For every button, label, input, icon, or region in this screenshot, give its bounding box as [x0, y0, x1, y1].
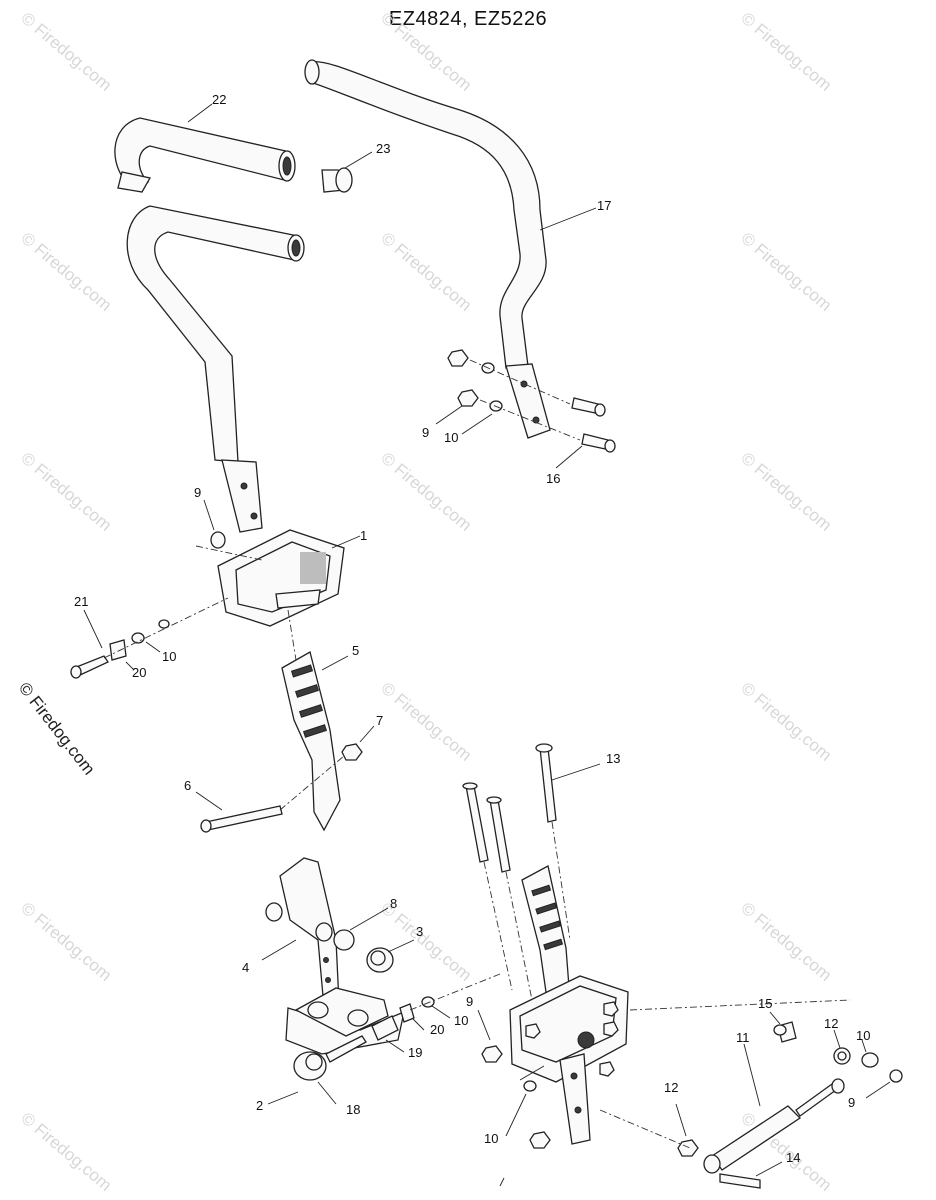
- label-22: 22: [212, 92, 226, 107]
- part-22-handle-tube: [114, 103, 296, 193]
- part-1-console-bracket: [195, 529, 361, 661]
- part-15-shoulder-bolt: [769, 1011, 797, 1043]
- label-16: 16: [546, 471, 560, 486]
- label-14: 14: [786, 1150, 800, 1165]
- watermark: © Firedog.com: [377, 449, 475, 535]
- label-2: 2: [256, 1098, 263, 1113]
- label-8: 8: [390, 896, 397, 911]
- watermark-prominent: © Firedog.com: [15, 679, 99, 779]
- watermark: © Firedog.com: [17, 229, 115, 315]
- watermark: © Firedog.com: [17, 1109, 115, 1195]
- label-23: 23: [376, 141, 390, 156]
- label-9: 9: [848, 1095, 855, 1110]
- label-20: 20: [132, 665, 146, 680]
- part-8-bushing: [333, 907, 389, 951]
- part-14-pin: [719, 1161, 783, 1189]
- part-7-nut: [341, 725, 375, 761]
- label-12: 12: [664, 1080, 678, 1095]
- label-10: 10: [856, 1028, 870, 1043]
- part-17-right-handle: [304, 59, 597, 439]
- watermark: © Firedog.com: [737, 899, 835, 985]
- label-3: 3: [416, 924, 423, 939]
- label-15: 15: [758, 996, 772, 1011]
- part-6-bolt: [195, 755, 345, 833]
- label-9: 9: [422, 425, 429, 440]
- watermark: © Firedog.com: [377, 899, 475, 985]
- part-13-long-bolts: [462, 743, 601, 1001]
- part-23-plug-cap: [321, 151, 373, 193]
- label-13: 13: [606, 751, 620, 766]
- diagram-title: EZ4824, EZ5226: [388, 8, 548, 30]
- left-handle-tube: [126, 205, 305, 533]
- label-18: 18: [346, 1102, 360, 1117]
- part-9-nut-upper: [203, 499, 226, 549]
- label-11: 11: [736, 1030, 750, 1045]
- part-labels: 22 23 17 9 10 16 9 1 21 10 20 5 7 6 13 8…: [74, 92, 870, 1165]
- part-5-lever: [281, 651, 349, 832]
- part-9-nut-right: [865, 1069, 903, 1099]
- part-19-spacer: [371, 1015, 405, 1053]
- label-9: 9: [194, 485, 201, 500]
- label-7: 7: [376, 713, 383, 728]
- label-10: 10: [444, 430, 458, 445]
- label-9: 9: [466, 994, 473, 1009]
- part-12-nut-right: [833, 1029, 851, 1065]
- label-12: 12: [824, 1016, 838, 1031]
- part-18-knob-bolt: [293, 1035, 367, 1105]
- label-10: 10: [162, 649, 176, 664]
- label-10: 10: [484, 1131, 498, 1146]
- label-21: 21: [74, 594, 88, 609]
- label-4: 4: [242, 960, 249, 975]
- watermark: © Firedog.com: [737, 679, 835, 765]
- watermark: © Firedog.com: [377, 9, 475, 95]
- right-handle-hardware: [435, 349, 616, 469]
- watermark: © Firedog.com: [17, 9, 115, 95]
- part-11-damper: [703, 1043, 845, 1174]
- part-20-spring-lower: [399, 973, 501, 1031]
- label-17: 17: [597, 198, 611, 213]
- label-6: 6: [184, 778, 191, 793]
- lower-right-hardware: [477, 999, 851, 1187]
- label-1: 1: [360, 528, 367, 543]
- watermark: © Firedog.com: [737, 229, 835, 315]
- part-2-base-bracket: [267, 987, 405, 1105]
- label-19: 19: [408, 1045, 422, 1060]
- label-5: 5: [352, 643, 359, 658]
- watermark: © Firedog.com: [17, 899, 115, 985]
- watermark: © Firedog.com: [17, 449, 115, 535]
- watermark: © Firedog.com: [737, 9, 835, 95]
- watermark: © Firedog.com: [377, 679, 475, 765]
- watermark: © Firedog.com: [377, 229, 475, 315]
- left-fastener-group: [70, 597, 229, 679]
- right-console-assembly: [509, 865, 629, 1145]
- watermark: © Firedog.com: [737, 449, 835, 535]
- part-10-washer-right: [861, 1039, 879, 1068]
- label-20: 20: [430, 1022, 444, 1037]
- part-3-knob: [366, 939, 415, 973]
- label-10: 10: [454, 1013, 468, 1028]
